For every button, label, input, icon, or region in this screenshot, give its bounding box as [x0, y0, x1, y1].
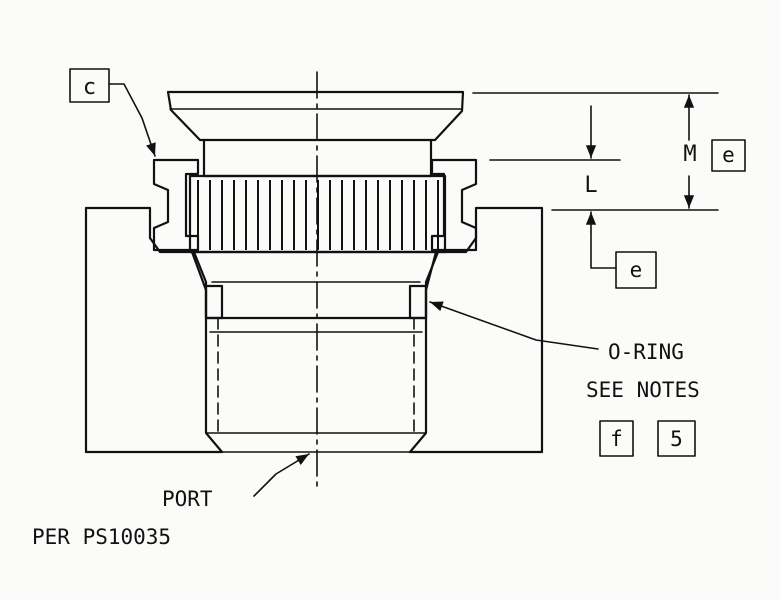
- lock-ring: [152, 158, 478, 252]
- dimension-label-m: M: [683, 142, 696, 167]
- callout-e-upper: e: [711, 139, 746, 172]
- o-ring-right: [408, 284, 428, 320]
- o-rings: [204, 284, 428, 320]
- knurl-lines: [197, 180, 439, 250]
- callout-note-5-text: 5: [670, 427, 683, 451]
- fitting: [166, 90, 465, 320]
- housing-left-section: [84, 206, 224, 454]
- fitting-lower-body: [192, 250, 440, 320]
- dimension-lines: [472, 92, 719, 269]
- port-label-line2: PER PS10035: [32, 525, 171, 549]
- callout-e-lower-text: e: [630, 258, 643, 282]
- leader-lines: [108, 83, 599, 497]
- callout-note-5: 5: [657, 420, 696, 457]
- callout-f-text: f: [610, 427, 623, 451]
- oring-label-line1: O-RING: [608, 340, 684, 364]
- callout-c: c: [69, 68, 110, 103]
- callout-e-lower: e: [615, 251, 657, 289]
- oring-label-line2: SEE NOTES: [586, 378, 700, 402]
- lock-ring-left: [152, 158, 200, 252]
- o-ring-left: [204, 284, 224, 320]
- lock-ring-right: [430, 158, 478, 252]
- callout-c-text: c: [83, 75, 96, 100]
- callout-e-upper-text: e: [722, 143, 735, 167]
- fitting-top-flange: [166, 90, 465, 142]
- dimension-label-l: L: [584, 173, 597, 198]
- port-thread: [205, 317, 427, 453]
- port-label-line1: PORT: [162, 487, 213, 511]
- callout-f: f: [599, 420, 634, 457]
